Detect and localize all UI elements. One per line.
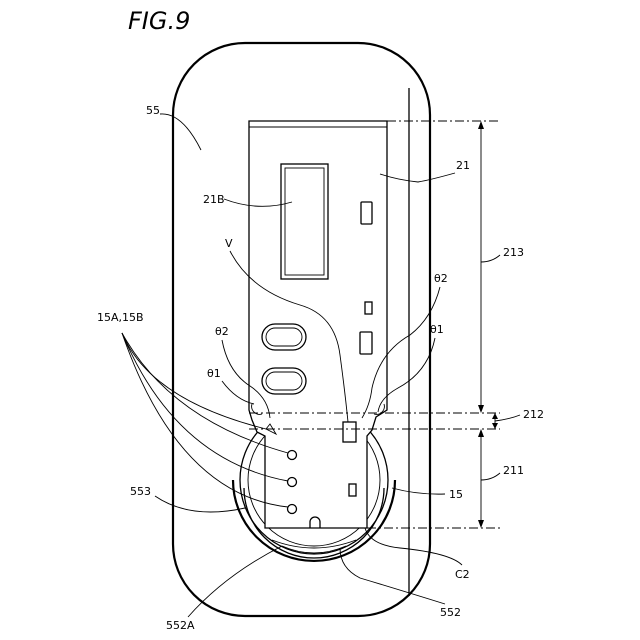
leader-15a-4 [122,333,266,429]
label-15: 15 [449,488,463,501]
label-212: 212 [523,408,544,421]
leader-212 [495,415,520,421]
label-553: 553 [130,485,151,498]
dim-212-arrow-top [492,413,498,419]
label-21: 21 [456,159,470,172]
leader-213 [481,255,500,262]
label-theta2-right: θ2 [434,272,448,285]
label-211: 211 [503,464,524,477]
leader-552a [188,546,282,617]
label-552a: 552A [166,619,195,632]
label-213: 213 [503,246,524,259]
leader-55 [160,114,201,150]
label-v: V [225,237,233,250]
label-21b: 21B [203,193,225,206]
label-552: 552 [440,606,461,619]
leader-c2 [365,528,462,565]
label-c2: C2 [455,568,470,581]
label-theta1-left: θ1 [207,367,221,380]
label-55: 55 [146,104,160,117]
label-theta1-right: θ1 [430,323,444,336]
dim-211-arrow-top [478,429,484,437]
dim-213-arrow-top [478,121,484,129]
figure-title: FIG.9 [128,7,190,35]
dim-211-arrow-bottom [478,520,484,528]
leader-553 [155,496,245,512]
label-15a-15b: 15A,15B [97,311,144,324]
dim-212-arrow-bottom [492,423,498,429]
leader-21 [380,173,455,182]
dim-213-arrow-bottom [478,405,484,413]
base-recess-552a-inner [282,546,346,553]
leader-211 [481,473,500,480]
leader-15 [392,488,445,494]
label-theta2-left: θ2 [215,325,229,338]
